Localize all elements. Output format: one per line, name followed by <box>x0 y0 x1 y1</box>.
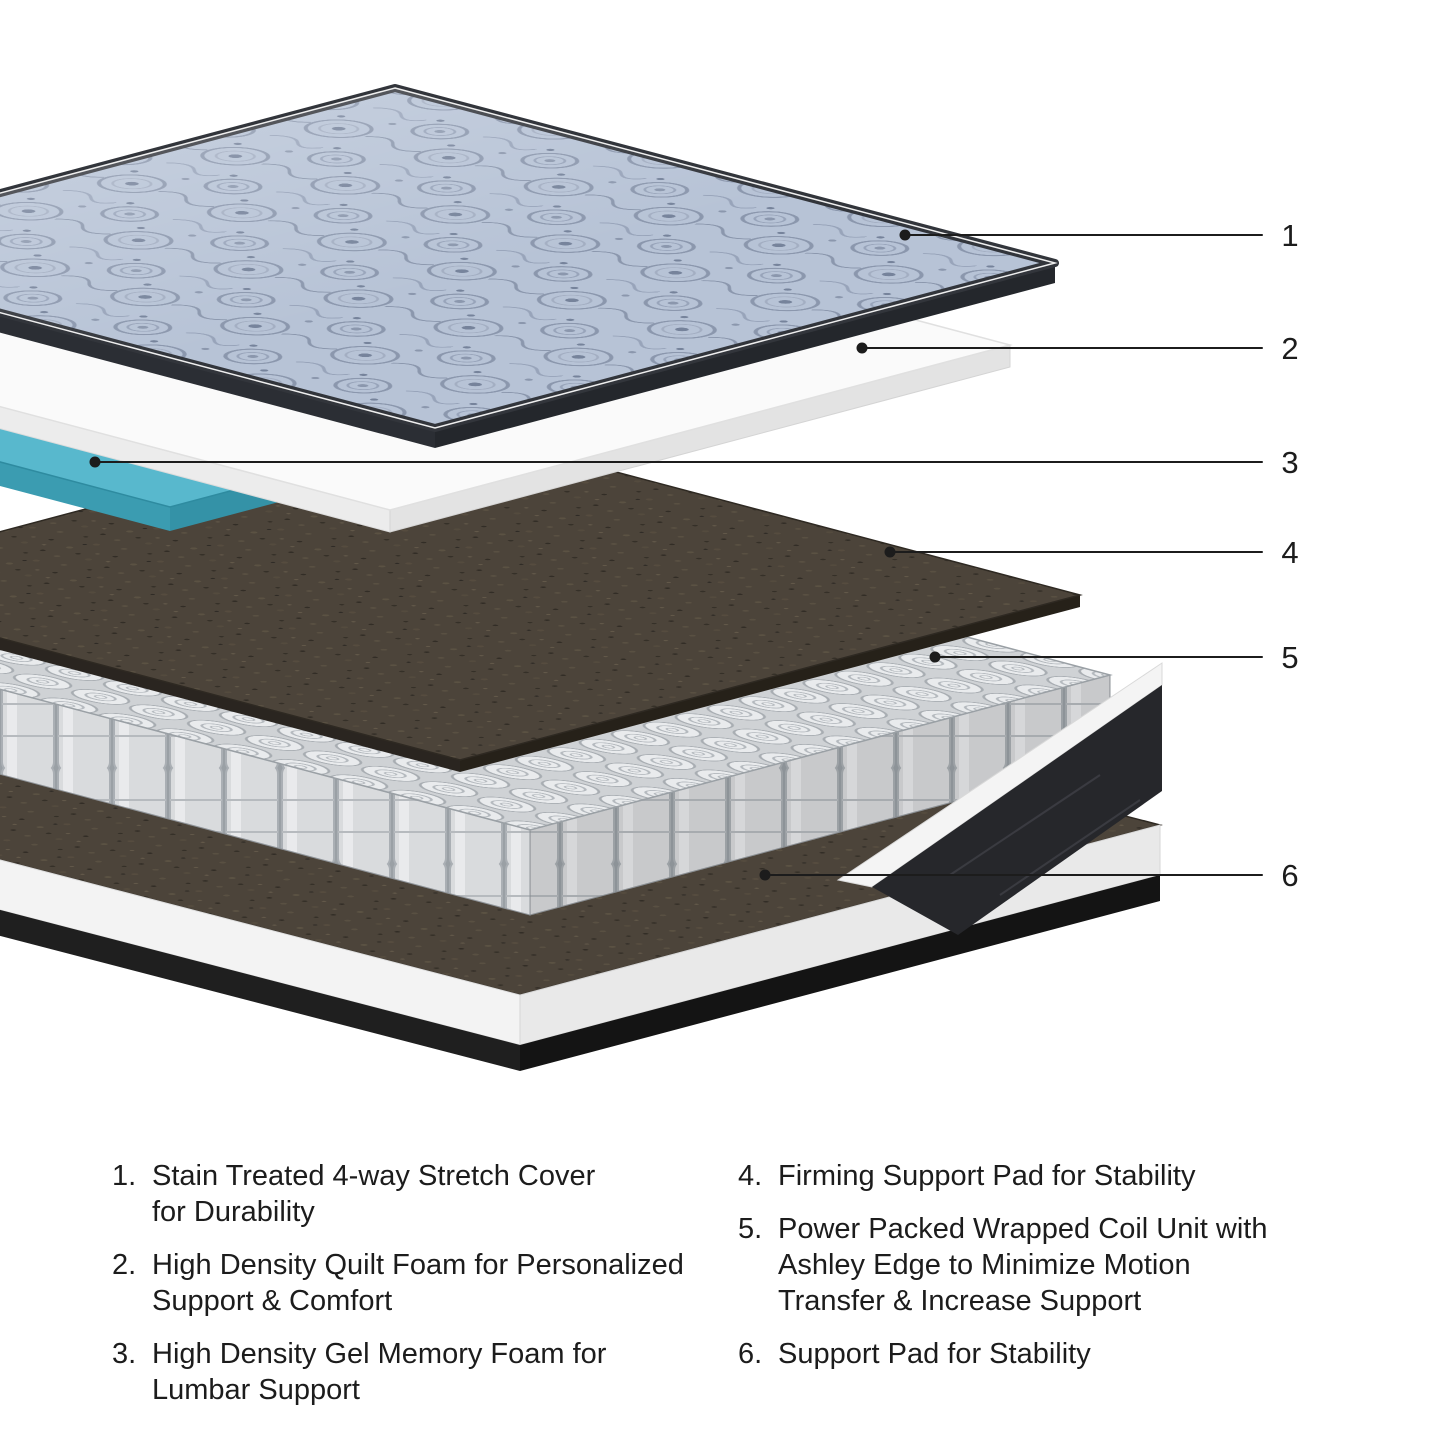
legend-item-2-line-1: High Density Quilt Foam for Personalized <box>152 1249 684 1281</box>
mattress-diagram: 1 2 3 4 5 6 <box>0 84 1299 1071</box>
legend-item-2: 2. High Density Quilt Foam for Personali… <box>112 1247 718 1319</box>
legend-item-3-line-1: High Density Gel Memory Foam for <box>152 1338 607 1370</box>
callouts: 1 2 3 4 5 6 <box>89 218 1299 893</box>
callout-number-1: 1 <box>1281 218 1298 253</box>
firming-pad-side-left <box>0 638 460 772</box>
legend-item-2-line-2: Support & Comfort <box>152 1285 393 1317</box>
callout-dot-3 <box>89 456 101 468</box>
legend-item-3-text: High Density Gel Memory Foam for Lumbar … <box>152 1336 718 1408</box>
callout-dot-2 <box>856 342 868 354</box>
coil-front-right-shade <box>530 675 1110 915</box>
layer-4-firming-pad <box>0 419 1083 772</box>
legend-item-1-line-1: Stain Treated 4-way Stretch Cover <box>152 1160 596 1192</box>
legend-item-5: 5. Power Packed Wrapped Coil Unit with A… <box>738 1211 1318 1319</box>
cover-edge-left <box>0 312 435 448</box>
legend-item-2-text: High Density Quilt Foam for Personalized… <box>152 1247 718 1319</box>
legend-item-1-number: 1. <box>112 1160 137 1192</box>
legend-item-3: 3. High Density Gel Memory Foam for Lumb… <box>112 1336 718 1408</box>
cover-sheen <box>0 87 1058 429</box>
legend-item-4-text: Firming Support Pad for Stability <box>778 1158 1318 1194</box>
callout-number-5: 5 <box>1281 640 1298 675</box>
legend-item-5-number: 5. <box>738 1213 763 1245</box>
base-bottom-band-left <box>0 909 520 1071</box>
callout-number-6: 6 <box>1281 858 1298 893</box>
wedge-black-face <box>872 685 1162 935</box>
base-bottom-band-right <box>520 875 1160 1071</box>
gel-side-left <box>0 461 170 531</box>
callout-number-4: 4 <box>1281 535 1298 570</box>
firming-pad-top <box>0 419 1083 761</box>
wedge-quilt-line <box>999 799 1141 896</box>
legend-item-1-line-2: for Durability <box>152 1196 315 1228</box>
edge-support-wedge <box>836 662 1163 935</box>
legend-item-1-text: Stain Treated 4-way Stretch Cover for Du… <box>152 1158 718 1230</box>
legend-column-right: 4. Firming Support Pad for Stability 5. … <box>738 1158 1318 1389</box>
legend-item-4: 4. Firming Support Pad for Stability <box>738 1158 1318 1194</box>
legend-item-6-text: Support Pad for Stability <box>778 1336 1318 1372</box>
callout-number-3: 3 <box>1281 445 1298 480</box>
legend-item-6-number: 6. <box>738 1338 763 1370</box>
legend-item-4-line-1: Firming Support Pad for Stability <box>778 1160 1196 1192</box>
layer-1-stretch-cover <box>0 84 1059 448</box>
callout-number-2: 2 <box>1281 331 1298 366</box>
legend-item-3-number: 3. <box>112 1338 137 1370</box>
legend-item-6-line-1: Support Pad for Stability <box>778 1338 1091 1370</box>
wedge-quilt-line <box>949 774 1101 876</box>
legend-column-left: 1. Stain Treated 4-way Stretch Cover for… <box>112 1158 718 1425</box>
legend-item-5-text: Power Packed Wrapped Coil Unit with Ashl… <box>778 1211 1318 1319</box>
callout-dot-1 <box>899 229 911 241</box>
legend-item-5-line-2: Ashley Edge to Minimize Motion <box>778 1249 1191 1281</box>
legend-item-1: 1. Stain Treated 4-way Stretch Cover for… <box>112 1158 718 1230</box>
legend-item-5-line-3: Transfer & Increase Support <box>778 1285 1142 1317</box>
legend-item-4-number: 4. <box>738 1160 763 1192</box>
legend-item-2-number: 2. <box>112 1249 137 1281</box>
firming-pad-side-right <box>460 595 1080 772</box>
legend-item-3-line-2: Lumbar Support <box>152 1374 360 1406</box>
legend-item-5-line-1: Power Packed Wrapped Coil Unit with <box>778 1213 1268 1245</box>
legend-item-6: 6. Support Pad for Stability <box>738 1336 1318 1372</box>
callout-dot-6 <box>759 869 771 881</box>
callout-dot-5 <box>929 651 941 663</box>
cover-edge-right <box>435 263 1055 448</box>
callout-dot-4 <box>884 546 896 558</box>
